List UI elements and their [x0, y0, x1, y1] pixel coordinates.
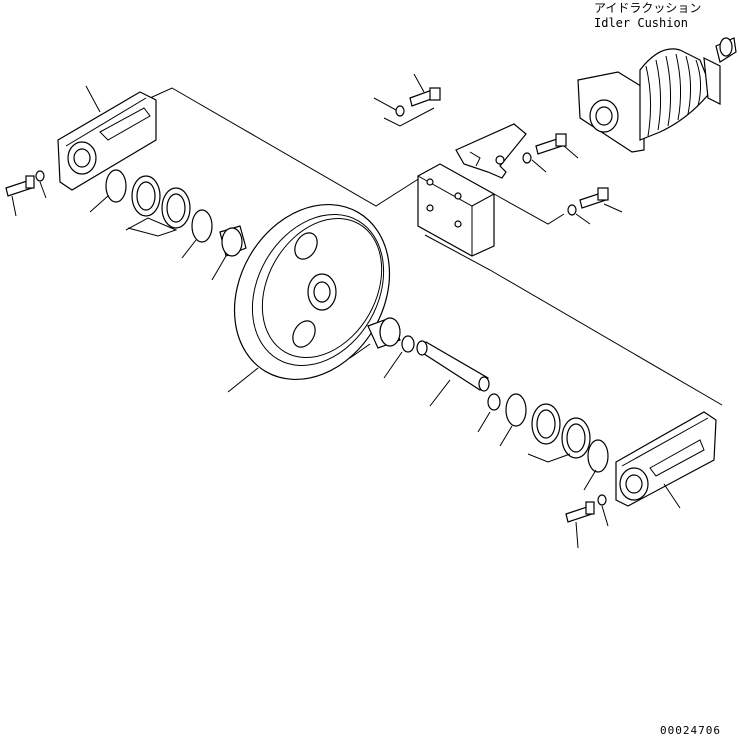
assembly-outline: [149, 87, 723, 406]
idler-wheel: [227, 203, 391, 393]
bushing-right: [349, 317, 415, 379]
bearing-housing-right: [615, 411, 717, 509]
bearing-housing-left: [57, 85, 157, 191]
title-japanese: アイドラクッション: [594, 1, 701, 15]
seal-rings-right: [477, 393, 609, 491]
bolt-top: [373, 73, 441, 127]
bushing-left: [211, 225, 247, 281]
guide-plate: [417, 163, 495, 257]
bolt-right-upper: [522, 133, 579, 173]
bolt-right-lower: [493, 187, 623, 225]
title-english: Idler Cushion: [594, 16, 688, 30]
figure-number: 00024706: [660, 724, 721, 737]
shaft: [416, 340, 490, 407]
bolt-right-bottom: [565, 494, 609, 549]
idler-cushion: [577, 37, 737, 153]
mounting-bracket: [455, 123, 527, 179]
bolt-left: [5, 170, 47, 217]
seal-rings-left: [89, 169, 213, 259]
